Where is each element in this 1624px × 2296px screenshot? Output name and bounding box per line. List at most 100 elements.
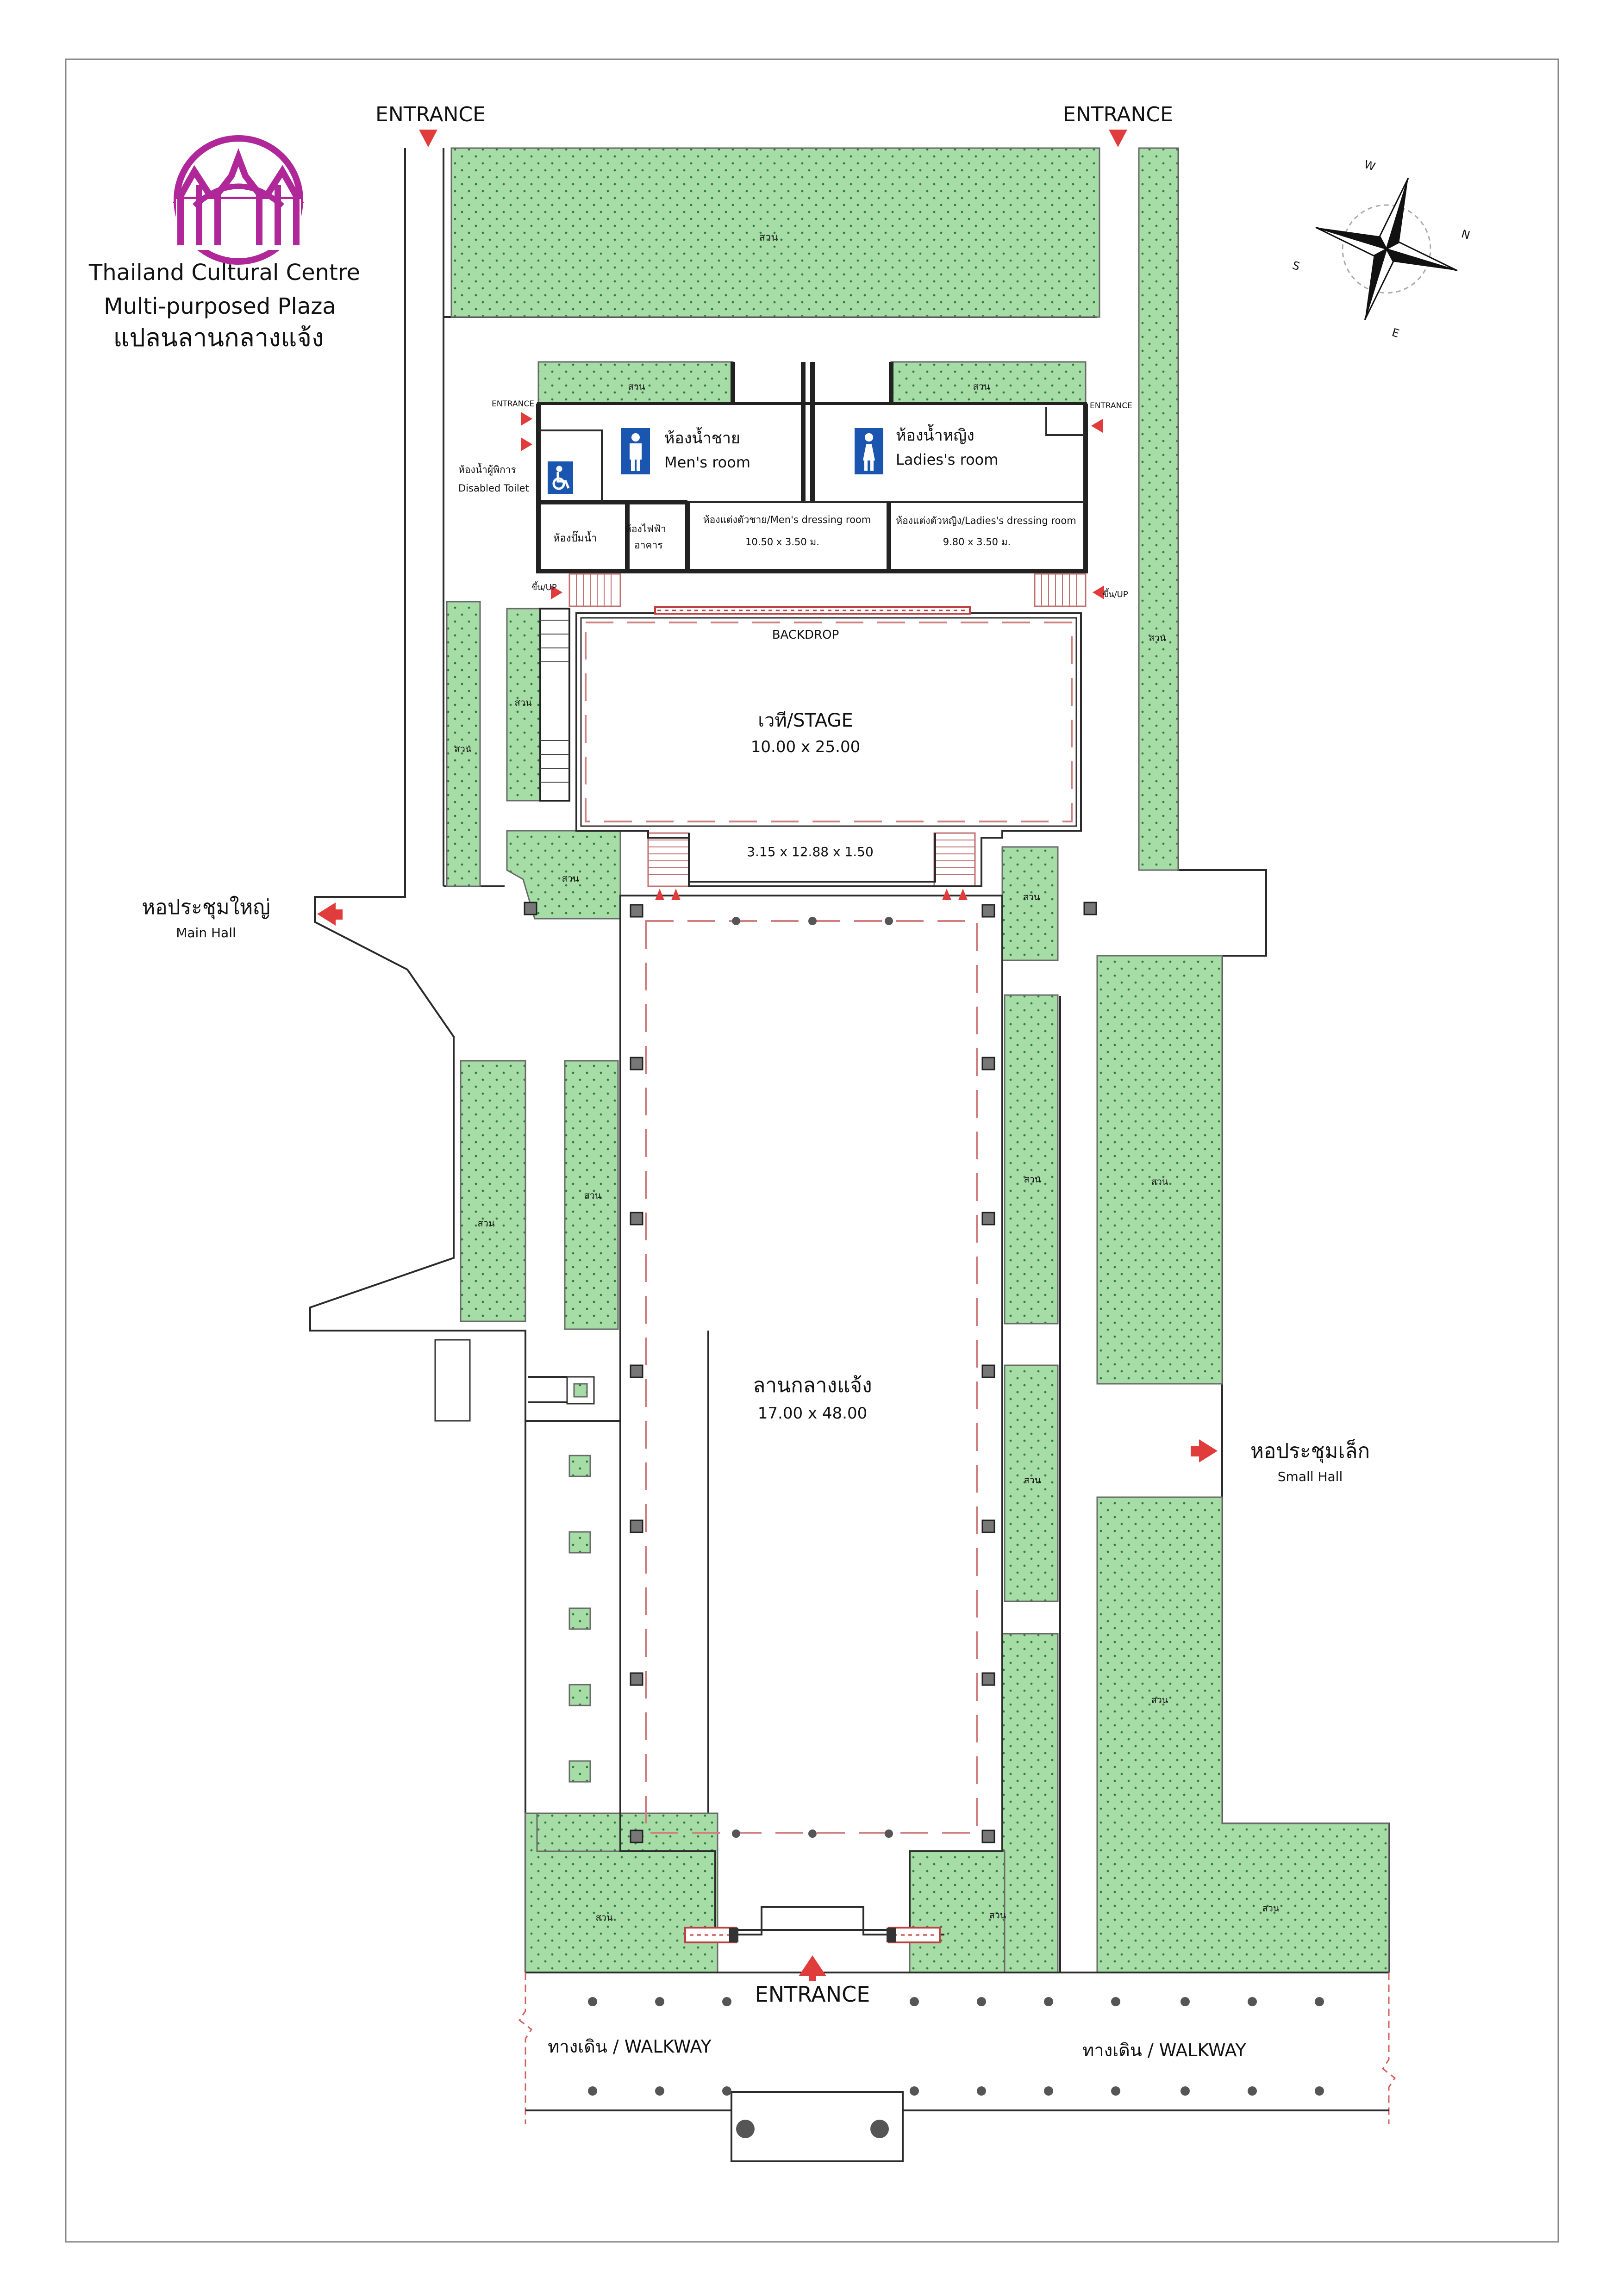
garden-label: สวน	[628, 381, 645, 392]
mens-dressing-label: ห้องแต่งตัวชาย/Men's dressing room	[703, 514, 871, 525]
entrance-arrow-top-right-icon	[1109, 130, 1127, 147]
walkway	[518, 1972, 1396, 2162]
compass-e-label: E	[1390, 326, 1401, 340]
compass-n-label: N	[1460, 227, 1471, 242]
small-hall-arrow-icon	[1199, 1439, 1218, 1462]
garden-right-lower	[1096, 1496, 1390, 1973]
up-arrow-left-icon	[551, 585, 562, 599]
man-figure-icon	[630, 433, 642, 471]
entrance-label-bottom: ENTRANCE	[755, 1982, 870, 2007]
garden-label: สวน	[562, 873, 579, 884]
arrows	[317, 130, 1218, 1981]
electric-room-line1: ห้องไฟฟ้า	[625, 523, 666, 535]
garden-label: สวน	[973, 381, 990, 392]
wheelchair-icon	[552, 466, 570, 490]
disabled-entrance-arrow-icon	[521, 437, 532, 451]
garden-right-inner-3	[1001, 1633, 1059, 1973]
planter-boxes	[528, 1376, 595, 1783]
garden-label: สวน	[454, 743, 471, 754]
compass-s-label: S	[1291, 259, 1301, 273]
walkway-label-left: ทางเดิน / WALKWAY	[548, 2036, 712, 2057]
stage-up-arrow-4-icon	[958, 889, 968, 900]
pump-room-label: ห้องปั๊มน้ำ	[553, 530, 597, 544]
up-label-right: ขึ้น/UP	[1103, 588, 1128, 599]
garden-label: สวน	[514, 697, 531, 708]
garden-label: สวน	[1151, 1694, 1168, 1705]
backdrop-bar	[654, 606, 971, 615]
main-hall-en: Main Hall	[176, 925, 236, 940]
ladies-dressing-size: 9.80 x 3.50 ม.	[943, 536, 1011, 548]
compass-rose-icon	[1315, 178, 1458, 320]
stage-up-arrow-3-icon	[942, 889, 951, 900]
walkway-label-right: ทางเดิน / WALKWAY	[1082, 2040, 1246, 2060]
garden-right-large	[1096, 955, 1223, 1385]
up-arrow-right-icon	[1093, 585, 1104, 599]
plaza-size: 17.00 x 48.00	[758, 1404, 867, 1423]
garden-label: สวน	[989, 1910, 1006, 1921]
garden-stage-right	[1001, 846, 1059, 961]
utility-box	[434, 1339, 471, 1422]
stage	[575, 606, 1082, 887]
garden-label: สวน	[477, 1218, 494, 1229]
entrance-arrow-bottom-icon	[799, 1955, 826, 1976]
stage-front-size: 3.15 x 12.88 x 1.50	[747, 844, 874, 859]
garden-label: สวน	[1262, 1903, 1279, 1914]
stage-up-arrow-1-icon	[655, 889, 664, 900]
logo	[173, 135, 304, 265]
logo-title-line1: Thailand Cultural Centre	[88, 260, 360, 286]
gardens	[446, 147, 1390, 1973]
garden-main-hall-side	[460, 1060, 526, 1322]
stage-name: เวที/STAGE	[758, 710, 853, 731]
entrance-label-top-left: ENTRANCE	[375, 103, 486, 126]
small-hall-en: Small Hall	[1278, 1469, 1343, 1484]
disabled-toilet-thai: ห้องน้ำผู้พิการ	[458, 463, 516, 476]
disabled-toilet-en: Disabled Toilet	[458, 483, 529, 494]
main-hall-arrow-icon	[317, 902, 336, 926]
garden-label: สวน	[595, 1912, 612, 1923]
garden-label: สวน	[759, 232, 778, 243]
stairs-stage-left	[647, 832, 690, 887]
garden-top-main	[450, 147, 1100, 318]
logo-title-line2: Multi-purposed Plaza	[104, 293, 336, 319]
garden-label: สวน	[1023, 891, 1040, 902]
ladies-room-en: Ladies's room	[896, 451, 998, 468]
mens-dressing-size: 10.50 x 3.50 ม.	[745, 536, 819, 548]
garden-labels: สวน สวน สวน สวน สวน สวน สวน สวน สวน สวน …	[454, 232, 1279, 1923]
main-hall-thai: หอประชุมใหญ่	[142, 896, 270, 920]
ramp-left	[539, 608, 570, 802]
garden-left-upper-strip	[446, 601, 481, 887]
page-border	[65, 58, 1559, 2243]
stairs-top-right	[1034, 573, 1087, 607]
garden-bottom-center-right	[909, 1850, 1006, 1973]
building-entrance-arrow-left-icon	[521, 412, 532, 426]
garden-top-right-strip	[1138, 147, 1179, 871]
garden-building-top-left	[537, 361, 734, 404]
electric-room-line2: อาคาร	[634, 540, 663, 551]
stairs-stage-right	[933, 832, 976, 887]
garden-left-tip	[536, 1812, 621, 1852]
small-hall-thai: หอประชุมเล็ก	[1250, 1439, 1370, 1463]
garden-label: สวน	[584, 1190, 601, 1201]
ladies-room-thai: ห้องน้ำหญิง	[896, 424, 974, 445]
entrance-label-building-right: ENTRANCE	[1090, 401, 1132, 411]
garden-left-inner-strip	[564, 1060, 619, 1330]
garden-label: สวน	[1149, 632, 1166, 643]
stage-size: 10.00 x 25.00	[751, 738, 860, 756]
logo-title-thai: แปลนลานกลางแจ้ง	[113, 323, 324, 352]
mens-room-en: Men's room	[664, 454, 750, 471]
building-entrance-arrow-right-icon	[1091, 419, 1103, 433]
plaza-name: ลานกลางแจ้ง	[753, 1374, 872, 1397]
compass-w-label: W	[1362, 158, 1377, 174]
front-entrance	[684, 1906, 944, 1943]
ladies-dressing-label: ห้องแต่งตัวหญิง/Ladies's dressing room	[896, 515, 1076, 526]
stage-up-arrow-2-icon	[671, 889, 681, 900]
garden-label: สวน	[1024, 1174, 1041, 1185]
backdrop-label: BACKDROP	[772, 628, 839, 642]
plaza-dots	[732, 917, 893, 1838]
woman-figure-icon	[863, 433, 875, 471]
garden-label: สวน	[1151, 1176, 1168, 1187]
entrance-arrow-top-left-icon	[419, 130, 437, 147]
mens-room-thai: ห้องน้ำชาย	[664, 427, 740, 448]
garden-label: สวน	[1024, 1475, 1041, 1486]
